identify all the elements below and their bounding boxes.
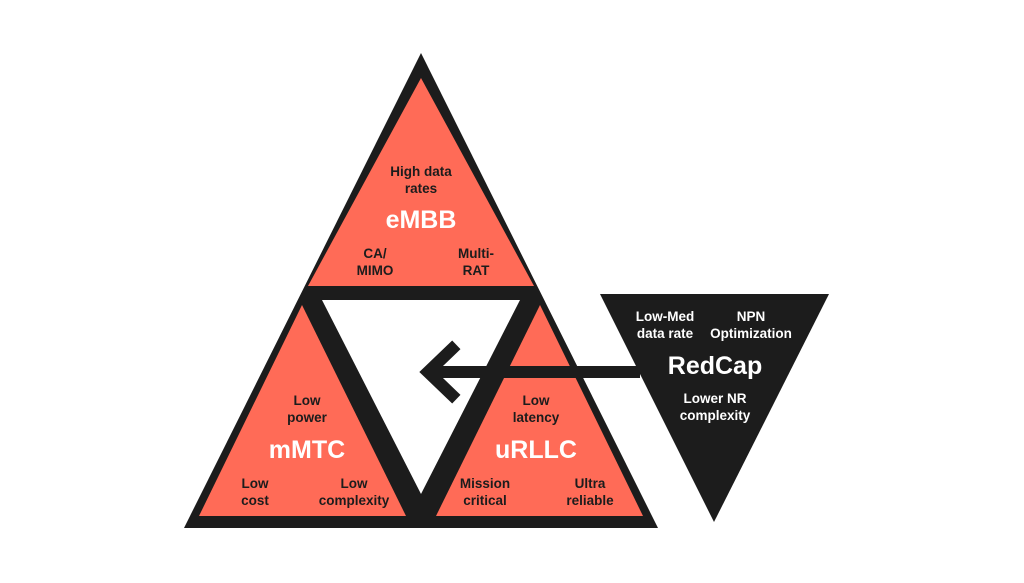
mmtc-top-line-1: Low — [294, 393, 321, 408]
embb-top-line-1: High data — [390, 164, 452, 179]
urllc-left-line-1: Mission — [460, 476, 510, 491]
urllc-right-line-2: reliable — [566, 493, 614, 508]
redcap-title: RedCap — [668, 352, 762, 380]
redcap-left-line-1: Low-Med — [636, 309, 695, 324]
redcap-right-line-2: Optimization — [710, 326, 792, 341]
redcap-left-line-2: data rate — [637, 326, 694, 341]
embb-triangle — [308, 78, 534, 286]
urllc-left-line-2: critical — [463, 493, 507, 508]
urllc-title: uRLLC — [495, 436, 577, 464]
mmtc-right-line-2: complexity — [319, 493, 390, 508]
redcap-triangle — [600, 294, 829, 522]
embb-right-line-2: RAT — [463, 263, 490, 278]
mmtc-right-line-1: Low — [341, 476, 368, 491]
redcap-bottom-line-2: complexity — [680, 408, 751, 423]
arrow-head-icon — [419, 340, 461, 404]
mmtc-left-line-2: cost — [241, 493, 269, 508]
urllc-top-line-2: latency — [513, 410, 560, 425]
redcap-right-line-1: NPN — [737, 309, 766, 324]
urllc-top-line-1: Low — [523, 393, 550, 408]
embb-title: eMBB — [386, 206, 457, 234]
urllc-right-line-1: Ultra — [575, 476, 606, 491]
redcap-bottom-line-1: Lower NR — [683, 391, 746, 406]
embb-left-line-1: CA/ — [363, 246, 386, 261]
embb-top-line-2: rates — [405, 181, 437, 196]
mmtc-left-line-1: Low — [242, 476, 269, 491]
mmtc-top-line-2: power — [287, 410, 328, 425]
embb-right-line-1: Multi- — [458, 246, 494, 261]
center-inverted-triangle — [322, 300, 520, 494]
mmtc-title: mMTC — [269, 436, 345, 464]
mmtc-triangle — [199, 305, 406, 516]
urllc-triangle — [436, 305, 643, 516]
embb-left-line-2: MIMO — [357, 263, 394, 278]
